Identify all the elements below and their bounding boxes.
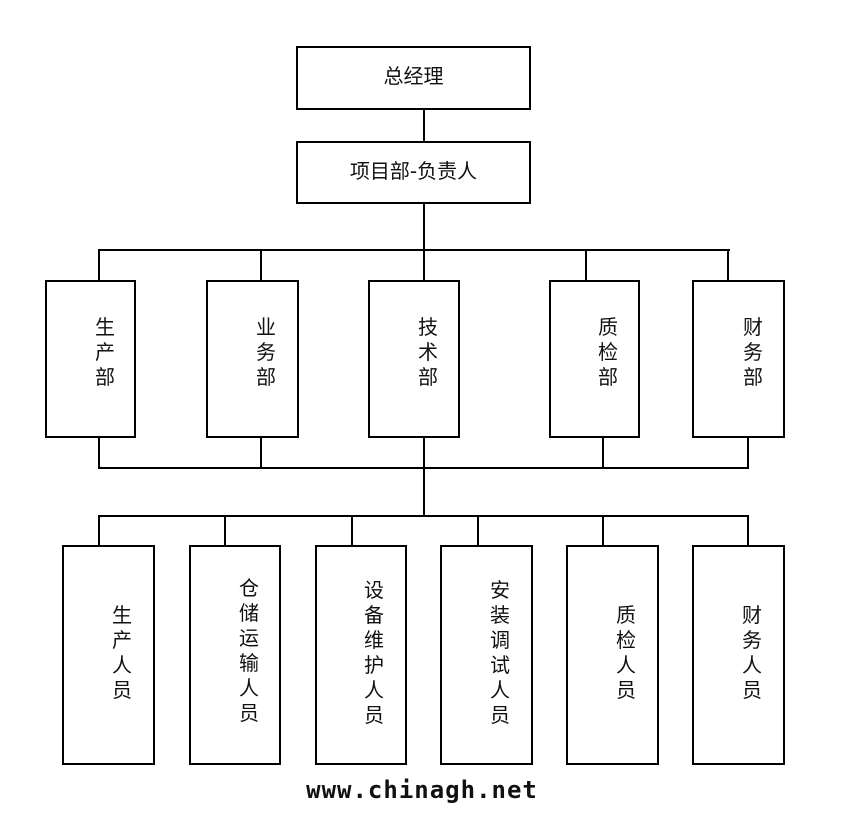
staff-label: 仓储运输人员 xyxy=(239,576,259,725)
connector xyxy=(98,515,100,547)
connector xyxy=(224,515,226,547)
connector xyxy=(423,436,425,517)
staff-label: 质检人员 xyxy=(616,603,636,702)
connector xyxy=(423,109,425,143)
department-box xyxy=(45,280,136,438)
department-label: 质检部 xyxy=(598,315,618,389)
general-manager-label: 总经理 xyxy=(383,64,444,88)
staff-label: 设备维护人员 xyxy=(364,578,384,727)
connector xyxy=(260,249,262,282)
staff-label: 生产人员 xyxy=(112,603,132,702)
department-label: 业务部 xyxy=(256,315,276,389)
connector xyxy=(747,436,749,469)
general-manager-box: 总经理 xyxy=(296,46,531,110)
department-box xyxy=(692,280,785,438)
connector xyxy=(98,515,749,517)
department-box xyxy=(368,280,460,438)
department-label: 技术部 xyxy=(418,315,438,389)
connector xyxy=(747,515,749,547)
staff-box xyxy=(315,545,407,765)
department-box xyxy=(549,280,640,438)
connector xyxy=(477,515,479,547)
connector xyxy=(260,436,262,469)
connector xyxy=(98,436,100,469)
connector xyxy=(98,249,730,251)
staff-box xyxy=(189,545,281,765)
connector xyxy=(727,249,729,282)
connector xyxy=(423,203,425,251)
staff-box xyxy=(62,545,155,765)
department-label: 生产部 xyxy=(95,315,115,389)
staff-box xyxy=(440,545,533,765)
department-label: 财务部 xyxy=(743,315,763,389)
connector xyxy=(423,249,425,282)
project-head-box: 项目部-负责人 xyxy=(296,141,531,204)
connector xyxy=(98,249,100,282)
connector xyxy=(585,249,587,282)
staff-box xyxy=(692,545,785,765)
connector xyxy=(98,467,749,469)
department-box xyxy=(206,280,299,438)
staff-box xyxy=(566,545,659,765)
connector xyxy=(602,436,604,469)
connector xyxy=(351,515,353,547)
connector xyxy=(602,515,604,547)
staff-label: 财务人员 xyxy=(742,603,762,702)
project-head-label: 项目部-负责人 xyxy=(349,159,478,183)
watermark: www.chinagh.net xyxy=(306,776,538,804)
staff-label: 安装调试人员 xyxy=(490,578,510,727)
